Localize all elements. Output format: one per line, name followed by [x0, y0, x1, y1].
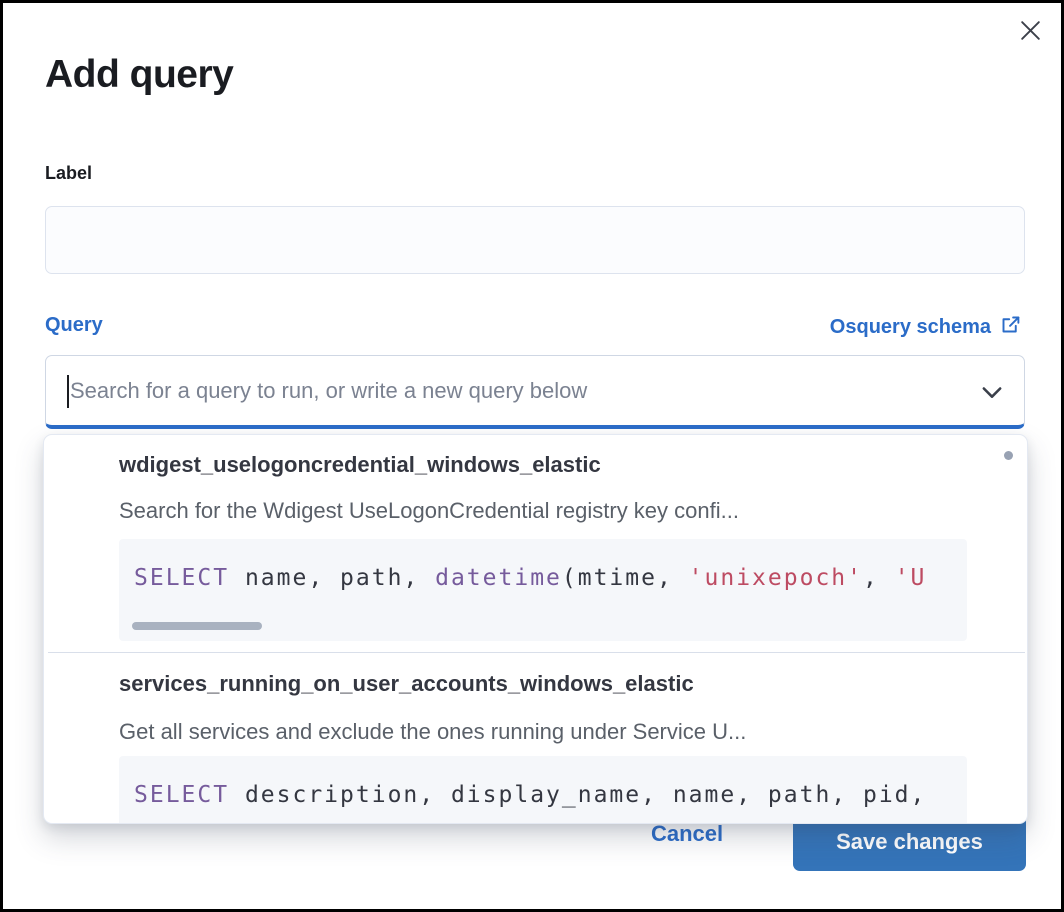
- label-input[interactable]: [45, 206, 1025, 274]
- close-button[interactable]: [1013, 15, 1047, 49]
- osquery-schema-link-label: Osquery schema: [829, 316, 991, 338]
- query-search-input[interactable]: [46, 356, 1024, 425]
- query-suggestions-dropdown: wdigest_uselogoncredential_windows_elast…: [43, 434, 1028, 824]
- query-option[interactable]: services_running_on_user_accounts_window…: [44, 653, 1027, 823]
- scrollbar-thumb-dot[interactable]: [1004, 451, 1013, 460]
- query-option-title: wdigest_uselogoncredential_windows_elast…: [119, 452, 601, 477]
- query-option-title: services_running_on_user_accounts_window…: [119, 671, 694, 696]
- chevron-down-icon[interactable]: [978, 378, 1006, 411]
- sql-code-line: SELECT description, display_name, name, …: [134, 782, 927, 808]
- option-divider: [48, 652, 1025, 653]
- query-field-label: Query: [45, 314, 103, 336]
- query-option[interactable]: wdigest_uselogoncredential_windows_elast…: [44, 435, 1027, 652]
- modal-title: Add query: [45, 53, 234, 96]
- horizontal-scrollbar-thumb[interactable]: [132, 622, 262, 630]
- cancel-button[interactable]: Cancel: [651, 821, 724, 846]
- label-field-label: Label: [45, 163, 93, 183]
- text-cursor: [67, 375, 69, 408]
- query-search-combobox[interactable]: [45, 355, 1025, 429]
- sql-code-line: SELECT name, path, datetime(mtime, 'unix…: [134, 565, 927, 591]
- external-link-icon: [1000, 314, 1021, 341]
- query-option-description: Get all services and exclude the ones ru…: [119, 719, 747, 744]
- query-option-code: SELECT name, path, datetime(mtime, 'unix…: [119, 539, 967, 641]
- close-icon: [1018, 18, 1043, 46]
- osquery-schema-link[interactable]: Osquery schema: [830, 314, 1021, 341]
- query-option-description: Search for the Wdigest UseLogonCredentia…: [119, 498, 739, 523]
- query-option-code: SELECT description, display_name, name, …: [119, 756, 967, 823]
